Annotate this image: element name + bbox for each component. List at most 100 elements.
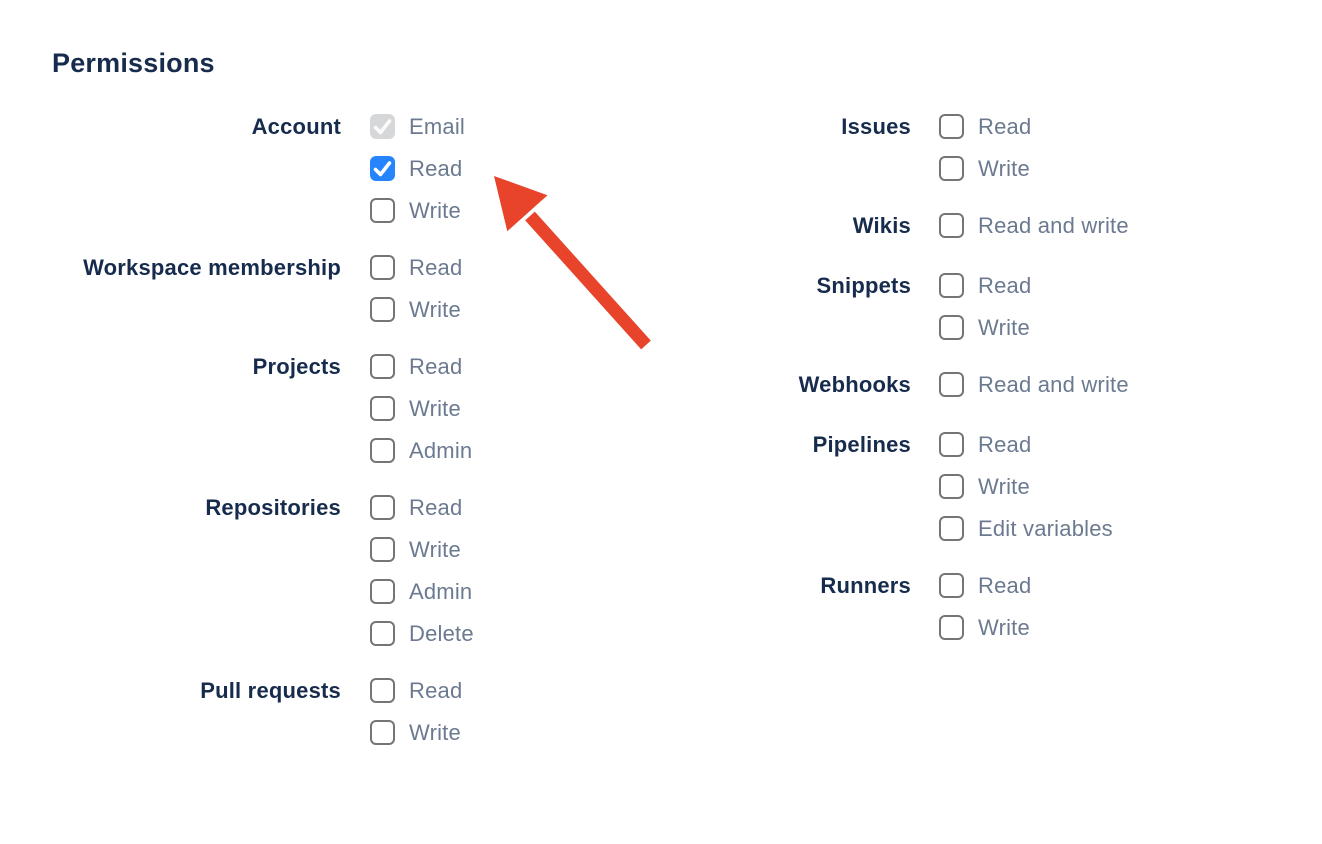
checkbox[interactable] [370, 198, 395, 223]
checkbox-label[interactable]: Admin [409, 438, 473, 463]
checkbox[interactable] [370, 438, 395, 463]
group-options: Read and write [939, 372, 1260, 397]
group-label: Snippets [816, 273, 911, 298]
checkbox-option[interactable]: Read [939, 114, 1260, 139]
checkbox-option[interactable]: Write [370, 537, 627, 562]
checkbox-option[interactable]: Delete [370, 621, 627, 646]
checkbox-label[interactable]: Write [978, 474, 1030, 499]
checkbox-option[interactable]: Write [939, 315, 1260, 340]
checkbox-label[interactable]: Delete [409, 621, 474, 646]
checkbox-label[interactable]: Read [978, 273, 1032, 298]
checkbox[interactable] [939, 372, 964, 397]
checkbox-label[interactable]: Write [409, 297, 461, 322]
checkbox-label[interactable]: Read [409, 354, 463, 379]
checkbox[interactable] [939, 213, 964, 238]
permission-group: Webhooks Read and write [640, 372, 1260, 400]
checkbox[interactable] [939, 114, 964, 139]
checkbox-option[interactable]: Read [370, 156, 627, 181]
checkbox-label[interactable]: Write [409, 396, 461, 421]
checkbox-label[interactable]: Read [978, 432, 1032, 457]
checkbox[interactable] [370, 354, 395, 379]
group-label: Workspace membership [83, 255, 341, 280]
checkbox-option[interactable]: Write [370, 720, 627, 745]
checkbox-option[interactable]: Write [370, 198, 627, 223]
checkbox-label[interactable]: Write [978, 315, 1030, 340]
checkbox-label[interactable]: Admin [409, 579, 473, 604]
checkbox[interactable] [370, 255, 395, 280]
checkbox-option[interactable]: Read and write [939, 213, 1260, 238]
checkbox-label[interactable]: Write [409, 198, 461, 223]
checkbox-option[interactable]: Write [370, 396, 627, 421]
checkbox-option[interactable]: Admin [370, 438, 627, 463]
checkbox[interactable] [939, 432, 964, 457]
checkbox[interactable] [370, 495, 395, 520]
checkbox[interactable] [370, 537, 395, 562]
checkbox-option[interactable]: Admin [370, 579, 627, 604]
checkbox-option[interactable]: Write [370, 297, 627, 322]
checkbox[interactable] [370, 156, 395, 181]
checkbox[interactable] [370, 396, 395, 421]
checkbox-label[interactable]: Write [409, 720, 461, 745]
checkbox[interactable] [939, 573, 964, 598]
checkbox-label[interactable]: Read [978, 573, 1032, 598]
checkbox-option[interactable]: Read [939, 273, 1260, 298]
checkbox[interactable] [939, 156, 964, 181]
group-label: Projects [252, 354, 341, 379]
checkbox-option[interactable]: Edit variables [939, 516, 1260, 541]
checkbox-label[interactable]: Write [409, 537, 461, 562]
checkbox[interactable] [939, 615, 964, 640]
group-label: Repositories [205, 495, 341, 520]
checkbox-option[interactable]: Read [370, 354, 627, 379]
checkbox-option[interactable]: Read [939, 432, 1260, 457]
checkmark-icon [373, 119, 392, 135]
group-label: Runners [820, 573, 911, 598]
checkbox[interactable] [370, 297, 395, 322]
checkbox-option: Email [370, 114, 627, 139]
group-label: Issues [841, 114, 911, 139]
checkbox-option[interactable]: Write [939, 615, 1260, 640]
checkbox-label[interactable]: Read [409, 678, 463, 703]
checkbox-label[interactable]: Write [978, 615, 1030, 640]
group-label: Webhooks [798, 372, 911, 397]
checkbox-option[interactable]: Read [370, 495, 627, 520]
checkbox[interactable] [939, 273, 964, 298]
checkbox-option[interactable]: Read [370, 678, 627, 703]
checkbox-label[interactable]: Read and write [978, 372, 1129, 397]
group-label: Pull requests [200, 678, 341, 703]
checkbox-label[interactable]: Read [409, 156, 463, 181]
checkbox-label[interactable]: Read [409, 255, 463, 280]
checkbox-option[interactable]: Read [939, 573, 1260, 598]
checkbox-label[interactable]: Write [978, 156, 1030, 181]
checkbox[interactable] [370, 678, 395, 703]
checkbox-option[interactable]: Read [370, 255, 627, 280]
checkbox [370, 114, 395, 139]
checkbox[interactable] [370, 720, 395, 745]
checkbox-label[interactable]: Read [409, 495, 463, 520]
checkbox-label[interactable]: Read and write [978, 213, 1129, 238]
checkbox-label[interactable]: Read [978, 114, 1032, 139]
checkbox-option[interactable]: Write [939, 474, 1260, 499]
checkbox-label[interactable]: Edit variables [978, 516, 1113, 541]
checkbox-option[interactable]: Read and write [939, 372, 1260, 397]
checkbox[interactable] [939, 315, 964, 340]
checkbox[interactable] [370, 579, 395, 604]
checkbox[interactable] [939, 516, 964, 541]
checkbox[interactable] [939, 474, 964, 499]
checkbox-option[interactable]: Write [939, 156, 1260, 181]
checkbox[interactable] [370, 621, 395, 646]
